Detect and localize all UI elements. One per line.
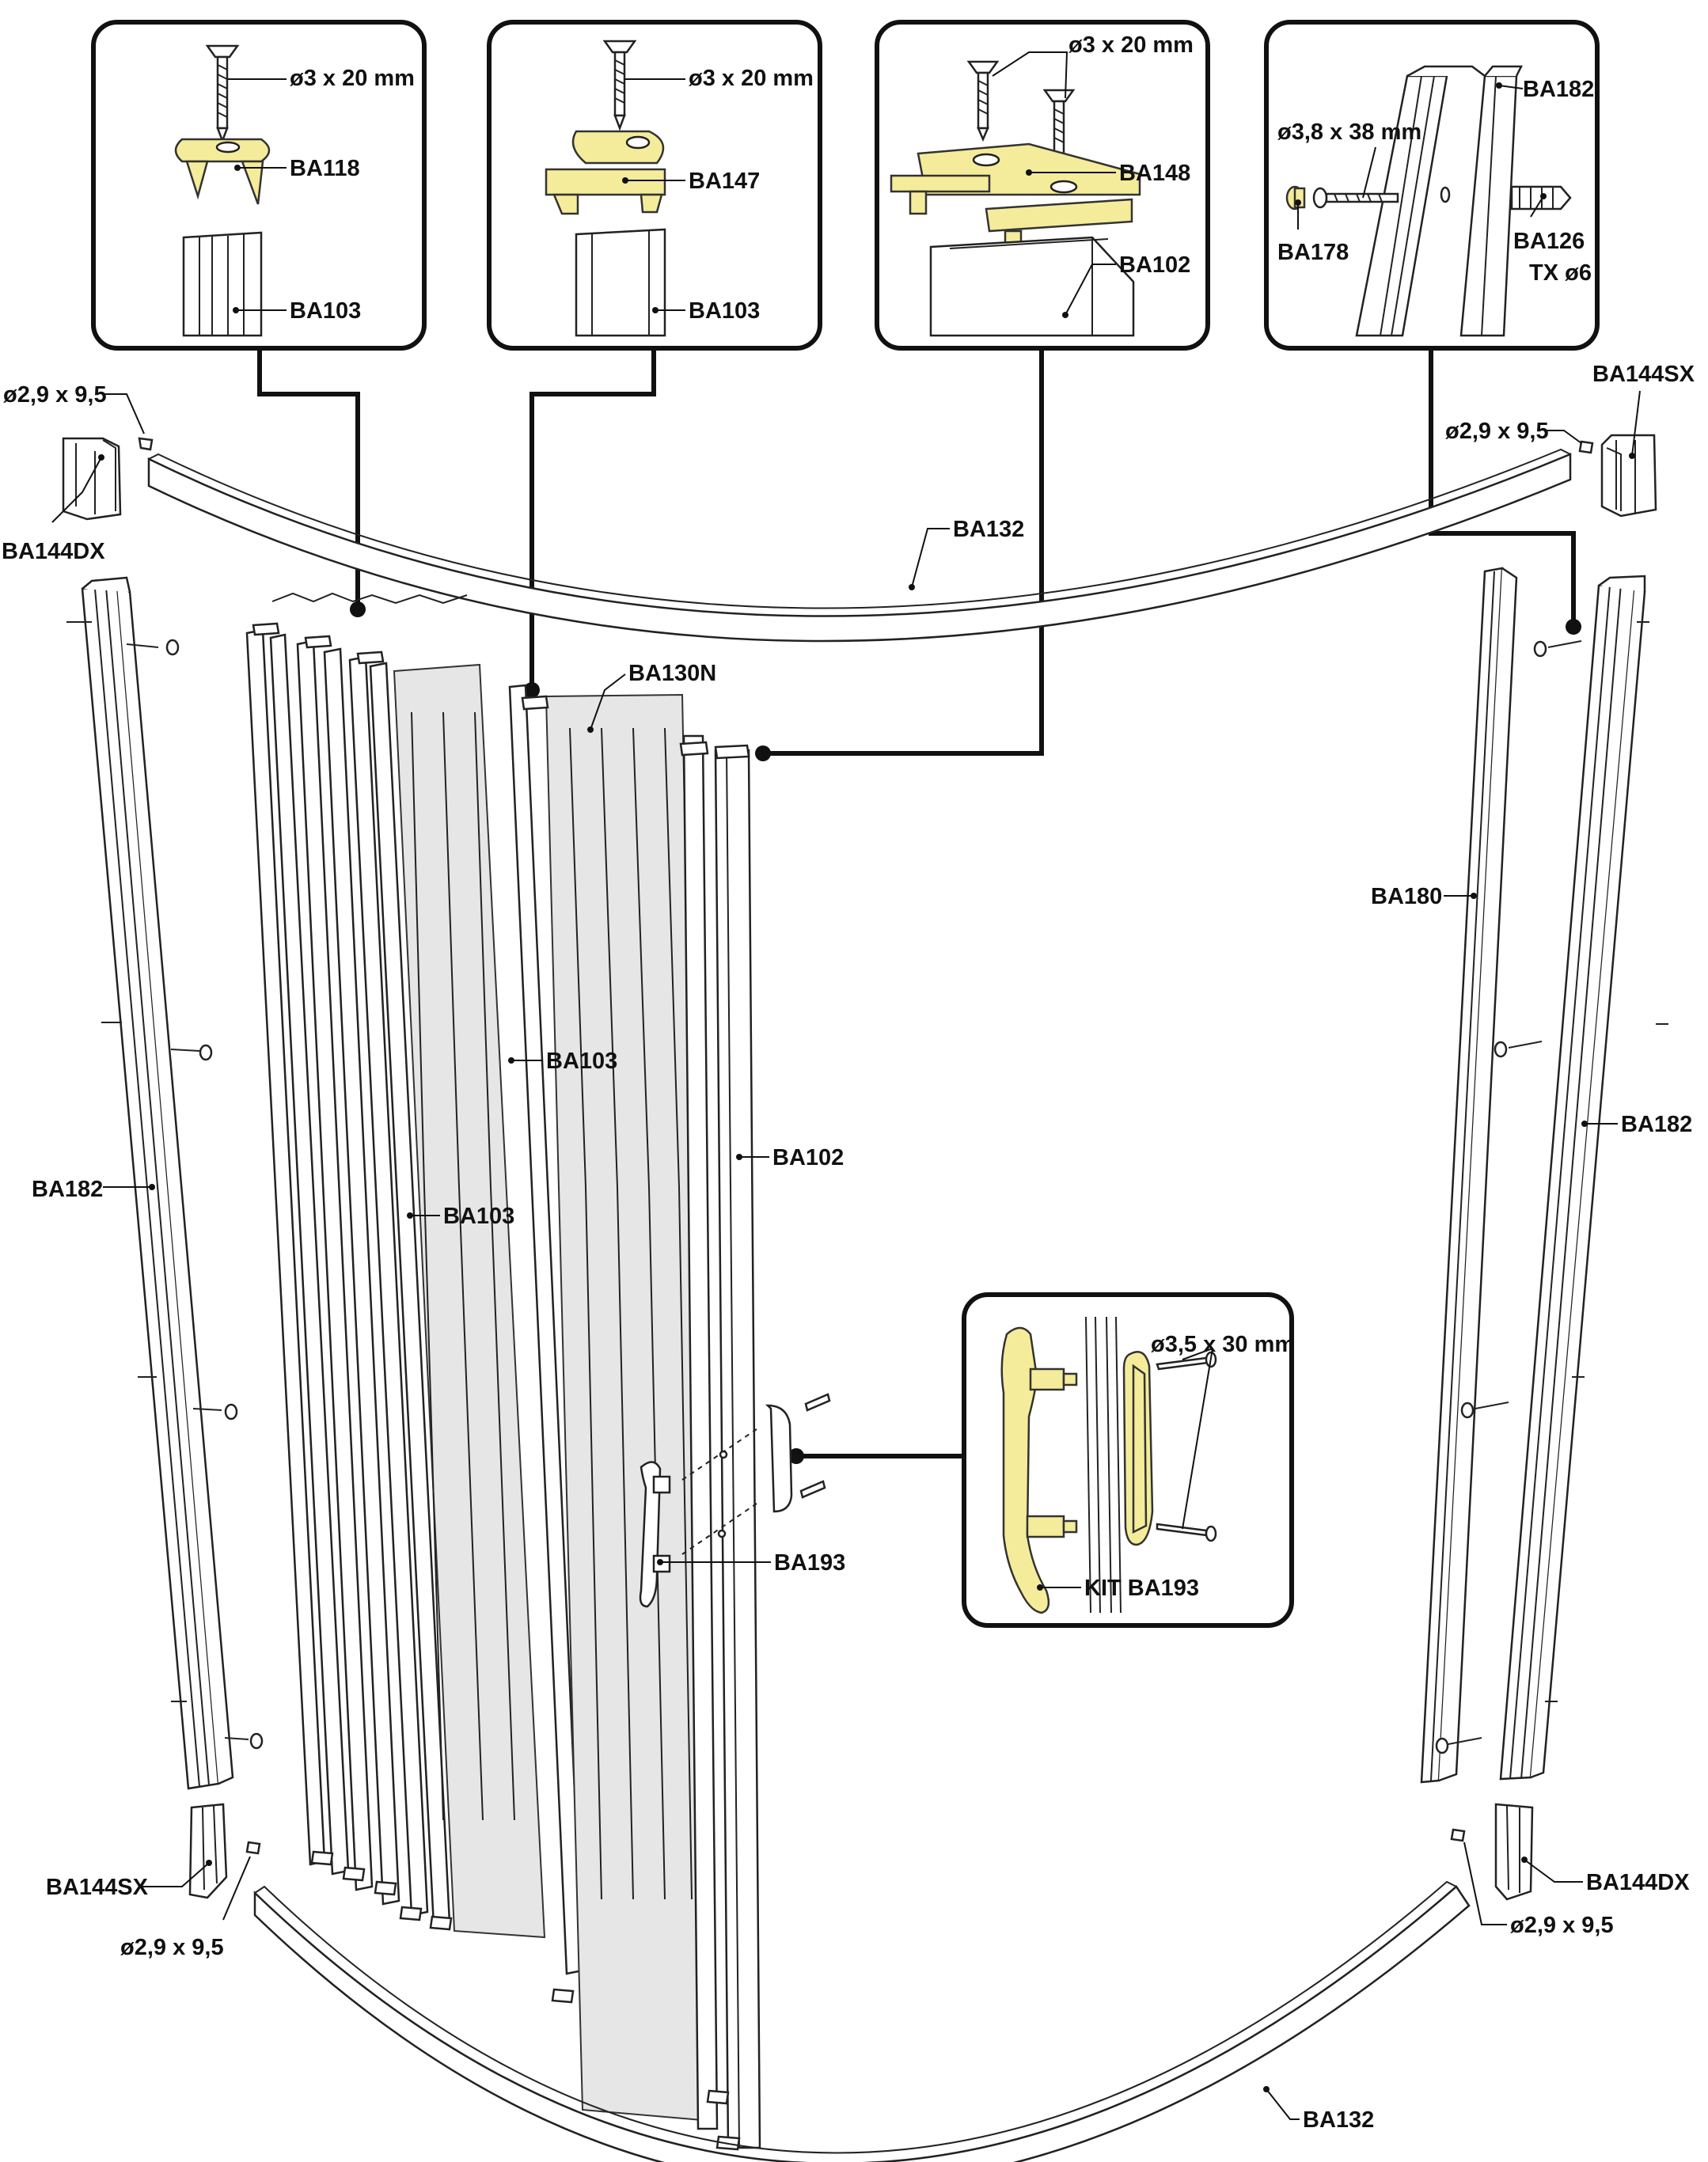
- screw-icon: [1312, 187, 1399, 209]
- bottom-right-screw: ø2,9 x 9,5: [1450, 1828, 1614, 1938]
- profile-ba182-icon: [1355, 65, 1524, 337]
- cap-ba178-icon: [1285, 185, 1306, 211]
- bottom-right-screw-label: ø2,9 x 9,5: [1510, 1913, 1614, 1938]
- box1-part-top-label: BA118: [290, 156, 360, 181]
- handle-backplate-icon: [1122, 1351, 1154, 1546]
- box2-part-bottom-label: BA103: [689, 298, 760, 324]
- door-panel-assembly: BA130N BA103 BA103 BA102: [245, 592, 844, 2151]
- right-wall-insert: BA180: [1371, 567, 1518, 1784]
- box1-screw-label: ø3 x 20 mm: [290, 66, 415, 91]
- detail-box-2: ø3 x 20 mm BA147 BA103: [487, 20, 822, 351]
- bottom-right-bracket: BA144DX: [1494, 1803, 1690, 1901]
- profile-low-label: BA103: [443, 1204, 514, 1229]
- top-left-screw: ø2,9 x 9,5: [3, 382, 154, 451]
- handle-kit-label: KIT BA193: [1084, 1576, 1199, 1601]
- screw-icon: [602, 40, 637, 131]
- handle-box-screw-label: ø3,5 x 30 mm: [1151, 1332, 1295, 1357]
- screw-icon: [205, 44, 240, 144]
- profile-mid-label: BA103: [546, 1049, 617, 1074]
- top-rail-label: BA132: [953, 517, 1024, 542]
- handle-label: BA193: [774, 1550, 845, 1576]
- top-right-bracket-label: BA144SX: [1592, 362, 1695, 387]
- bottom-left-bracket-label: BA144SX: [46, 1875, 149, 1900]
- clip-ba118-icon: [174, 138, 271, 205]
- box3-part-bottom-label: BA102: [1119, 252, 1190, 278]
- profile-ba103-icon: [182, 231, 263, 337]
- profile-ba103-icon: [575, 228, 666, 337]
- handle-detail-box: ø3,5 x 30 mm KIT BA193: [962, 1292, 1295, 1628]
- detail-connectors: [257, 348, 1581, 1464]
- bottom-right-bracket-label: BA144DX: [1586, 1870, 1690, 1895]
- top-left-bracket: BA144DX: [2, 437, 122, 564]
- right-wall-profile-label: BA182: [1621, 1112, 1692, 1137]
- bottom-rail-label: BA132: [1303, 2107, 1374, 2133]
- top-left-screw-label: ø2,9 x 9,5: [3, 382, 107, 408]
- top-right-screw: ø2,9 x 9,5: [1445, 419, 1594, 454]
- top-right-screw-label: ø2,9 x 9,5: [1445, 419, 1549, 444]
- box1-part-bottom-label: BA103: [290, 298, 361, 324]
- screw-icon: [966, 60, 1000, 142]
- bottom-rail: BA132: [253, 1880, 1471, 2162]
- box2-part-top-label: BA147: [689, 169, 760, 194]
- box3-screw-label: ø3 x 20 mm: [1068, 32, 1194, 58]
- bottom-left-screw: ø2,9 x 9,5: [120, 1841, 261, 1960]
- handle-kit-icon: [1000, 1326, 1078, 1614]
- box4-cap-label: BA178: [1277, 240, 1349, 265]
- bottom-left-screw-label: ø2,9 x 9,5: [120, 1935, 224, 1960]
- detail-box-1: ø3 x 20 mm BA118 BA103: [91, 20, 427, 351]
- box2-screw-label: ø3 x 20 mm: [689, 66, 814, 91]
- detail-box-4: BA182 ø3,8 x 38 mm BA178 BA126 TX ø6: [1264, 20, 1600, 351]
- right-wall-profile: BA182: [1435, 575, 1692, 1781]
- box4-anchor-type-label: TX ø6: [1529, 260, 1592, 286]
- top-right-bracket: BA144SX: [1592, 362, 1695, 518]
- detail-box-3: ø3 x 20 mm BA148 BA102: [875, 20, 1210, 351]
- handle-mount-profile-icon: [1085, 1316, 1122, 1614]
- right-wall-insert-label: BA180: [1371, 884, 1442, 909]
- top-rail: BA132: [147, 448, 1572, 643]
- panel-label: BA130N: [628, 661, 716, 686]
- profile-end-label: BA102: [772, 1145, 844, 1170]
- top-left-bracket-label: BA144DX: [2, 539, 105, 564]
- box4-screw-label: ø3,8 x 38 mm: [1277, 119, 1421, 145]
- left-wall-profile-label: BA182: [32, 1177, 103, 1202]
- bottom-left-bracket: BA144SX: [46, 1803, 228, 1900]
- clip-ba147-icon: [545, 130, 666, 215]
- profile-ba102-icon: [929, 236, 1135, 337]
- box4-anchor-label: BA126: [1513, 229, 1585, 254]
- left-wall-profile: BA182: [32, 576, 264, 1790]
- box3-part-top-label: BA148: [1119, 161, 1190, 186]
- door-handle: BA193: [639, 1393, 845, 1608]
- screw-icon: [1156, 1351, 1217, 1542]
- box4-profile-label: BA182: [1523, 77, 1594, 102]
